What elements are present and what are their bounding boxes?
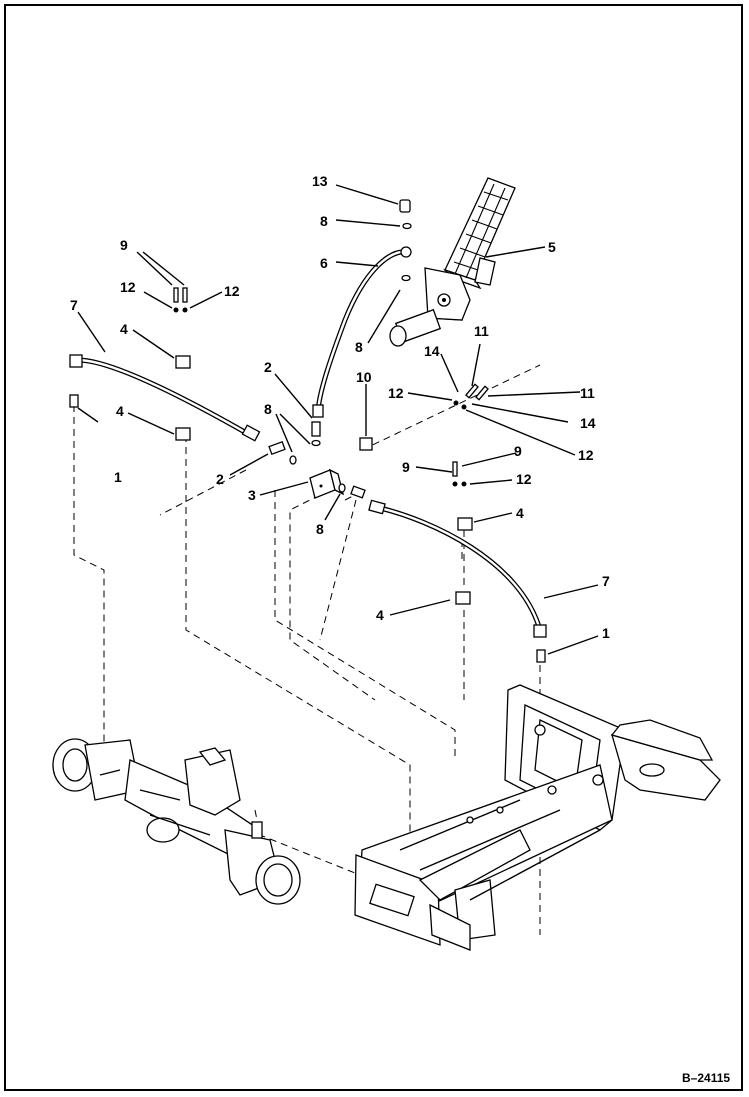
o-ring-8-top: [402, 222, 412, 230]
callout-1-right: 1: [602, 625, 610, 641]
callout-12-mid-right: 12: [578, 447, 594, 463]
hose-6: [312, 246, 412, 418]
tee-block-3: [309, 468, 344, 499]
bolt-13: [399, 199, 411, 213]
clamps: [175, 355, 473, 605]
callout-12-left-a: 12: [120, 279, 136, 295]
axle-assembly: [52, 738, 301, 905]
callout-4-lower-left: 4: [116, 403, 124, 419]
callout-13: 13: [312, 173, 328, 189]
callout-7-left: 7: [70, 297, 78, 313]
callout-14-top: 14: [424, 343, 440, 359]
callout-9-right: 9: [514, 443, 522, 459]
callout-6: 6: [320, 255, 328, 271]
callout-8-mid: 8: [264, 401, 272, 417]
callout-11-right: 11: [580, 385, 595, 401]
callout-2-left: 2: [216, 471, 224, 487]
diagram-frame: [4, 4, 743, 1091]
callout-2-top: 2: [264, 359, 272, 375]
callout-4-right: 4: [516, 505, 524, 521]
chassis-frame: [354, 684, 721, 951]
callout-3: 3: [248, 487, 256, 503]
callout-4-upper-left: 4: [120, 321, 128, 337]
hose-7-left: [69, 354, 261, 442]
hose-7-right: [368, 499, 547, 638]
callout-1-left: 1: [114, 469, 122, 485]
callout-14-right: 14: [580, 415, 596, 431]
callout-8-top: 8: [320, 213, 328, 229]
callout-12-left-b: 12: [224, 283, 240, 299]
brake-pedal-assembly: [389, 177, 516, 347]
bolts-washers: [69, 287, 546, 663]
alignment-lines: [73, 364, 541, 935]
callout-5: 5: [548, 239, 556, 255]
fittings-2: [268, 421, 366, 499]
figure-reference: B–24115: [682, 1071, 730, 1085]
callout-7-right: 7: [602, 573, 610, 589]
callout-9-left: 9: [120, 237, 128, 253]
callout-4-lower: 4: [376, 607, 384, 623]
leader-lines: [77, 184, 599, 655]
callout-12-lower-right: 12: [516, 471, 532, 487]
callouts: 13 8 6 5 9 12 12 7 4 8 11 14 2 10 12 11 …: [70, 173, 610, 641]
o-ring-8-upper-right: [401, 274, 411, 282]
callout-10: 10: [356, 369, 372, 385]
callout-11-top: 11: [474, 323, 489, 339]
callout-12-mid-left: 12: [388, 385, 404, 401]
callout-8-right: 8: [355, 339, 363, 355]
callout-8-lower: 8: [316, 521, 324, 537]
callout-9-mid: 9: [402, 459, 410, 475]
